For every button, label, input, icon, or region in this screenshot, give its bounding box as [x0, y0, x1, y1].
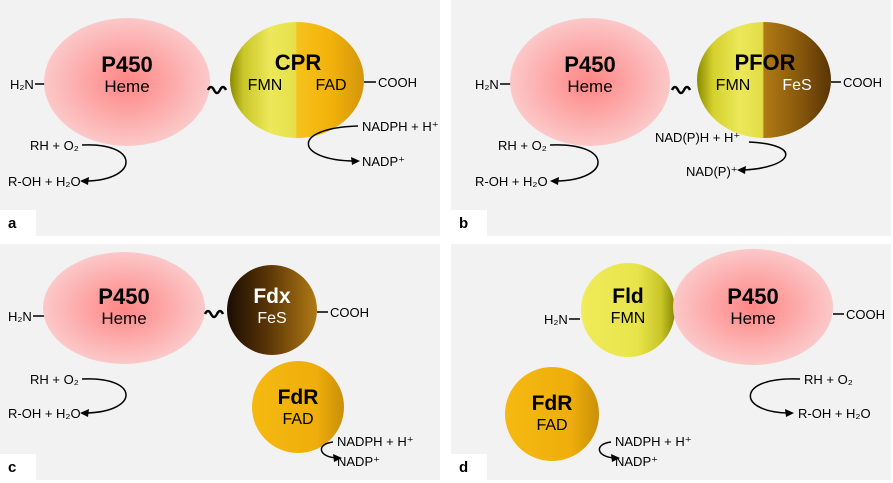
- fad-label: FAD: [315, 77, 346, 94]
- heme-label: Heme: [104, 77, 149, 96]
- panel-letter: c: [8, 459, 17, 476]
- heme-label: Heme: [101, 309, 146, 328]
- fdr-domain: [505, 367, 599, 461]
- fdr-domain: [252, 361, 344, 453]
- fad-label: FAD: [282, 411, 313, 428]
- heme-label: Heme: [567, 77, 612, 96]
- linker: [203, 309, 225, 319]
- panel-b: H₂N P450 Heme PFOR FMN FeS COOH RH + O₂ …: [451, 0, 891, 236]
- cpr-label: CPR: [275, 50, 322, 75]
- fld-domain: [581, 263, 675, 357]
- pfor-domain: [697, 22, 831, 138]
- fmn-label: FMN: [716, 77, 751, 94]
- panel-d-diagram: H₂N Fld FMN P450 Heme COOH RH + O₂ R-OH …: [505, 249, 885, 469]
- c-terminus: COOH: [330, 305, 369, 320]
- product-label: R-OH + H₂O: [475, 174, 548, 189]
- heme-label: Heme: [730, 309, 775, 328]
- nadph-label: NADPH + H⁺: [362, 119, 439, 134]
- nadp-label: NADP⁺: [337, 454, 380, 469]
- linker: [206, 85, 228, 95]
- linker: [670, 85, 692, 95]
- c-terminus: COOH: [378, 75, 417, 90]
- fdr-label: FdR: [278, 386, 319, 409]
- n-terminus: H₂N: [10, 77, 34, 92]
- nadph-label: NAD(P)H + H⁺: [655, 130, 740, 145]
- substrate-label: RH + O₂: [30, 372, 79, 387]
- c-terminus: COOH: [843, 75, 882, 90]
- panel-a-diagram: H₂N P450 Heme CPR FMN FAD COOH RH + O₂ R…: [8, 18, 439, 189]
- panel-c: H₂N P450 Heme Fdx FeS COOH RH + O₂ R-OH …: [0, 244, 440, 480]
- p450-domain: [44, 18, 210, 146]
- n-terminus: H₂N: [8, 309, 32, 324]
- nadp-label: NADP⁺: [362, 154, 405, 169]
- panel-b-diagram: H₂N P450 Heme PFOR FMN FeS COOH RH + O₂ …: [475, 18, 882, 189]
- n-terminus: H₂N: [544, 312, 568, 327]
- p450-label: P450: [101, 52, 152, 77]
- nadp-label: NAD(P)⁺: [686, 164, 738, 179]
- n-terminus: H₂N: [475, 77, 499, 92]
- product-label: R-OH + H₂O: [798, 406, 871, 421]
- nadp-label: NADP⁺: [615, 454, 658, 469]
- fes-label: FeS: [782, 77, 811, 94]
- product-label: R-OH + H₂O: [8, 174, 81, 189]
- p450-domain: [510, 18, 670, 146]
- fdx-domain: [227, 265, 317, 355]
- p450-label: P450: [564, 52, 615, 77]
- panel-a: H₂N P450 Heme CPR FMN FAD COOH RH + O₂ R…: [0, 0, 440, 236]
- p450-domain: [43, 252, 205, 364]
- substrate-label: RH + O₂: [30, 138, 79, 153]
- panel-letter: d: [459, 459, 469, 476]
- panel-d: H₂N Fld FMN P450 Heme COOH RH + O₂ R-OH …: [451, 244, 891, 480]
- c-terminus: COOH: [846, 307, 885, 322]
- fmn-label: FMN: [248, 77, 283, 94]
- fld-label: Fld: [612, 285, 644, 308]
- fmn-label: FMN: [611, 310, 646, 327]
- p450-domain: [673, 249, 833, 365]
- fad-label: FAD: [536, 417, 567, 434]
- fdr-label: FdR: [532, 392, 573, 415]
- substrate-label: RH + O₂: [498, 138, 547, 153]
- panel-c-diagram: H₂N P450 Heme Fdx FeS COOH RH + O₂ R-OH …: [8, 252, 414, 469]
- p450-label: P450: [727, 284, 778, 309]
- nadph-label: NADPH + H⁺: [615, 434, 692, 449]
- cpr-domain: [230, 22, 364, 138]
- fdx-label: Fdx: [253, 285, 291, 308]
- panel-letter: a: [8, 215, 17, 232]
- fes-label: FeS: [257, 310, 286, 327]
- product-label: R-OH + H₂O: [8, 406, 81, 421]
- panel-letter: b: [459, 215, 469, 232]
- p450-label: P450: [98, 284, 149, 309]
- pfor-label: PFOR: [734, 50, 795, 75]
- substrate-label: RH + O₂: [804, 372, 853, 387]
- nadph-label: NADPH + H⁺: [337, 434, 414, 449]
